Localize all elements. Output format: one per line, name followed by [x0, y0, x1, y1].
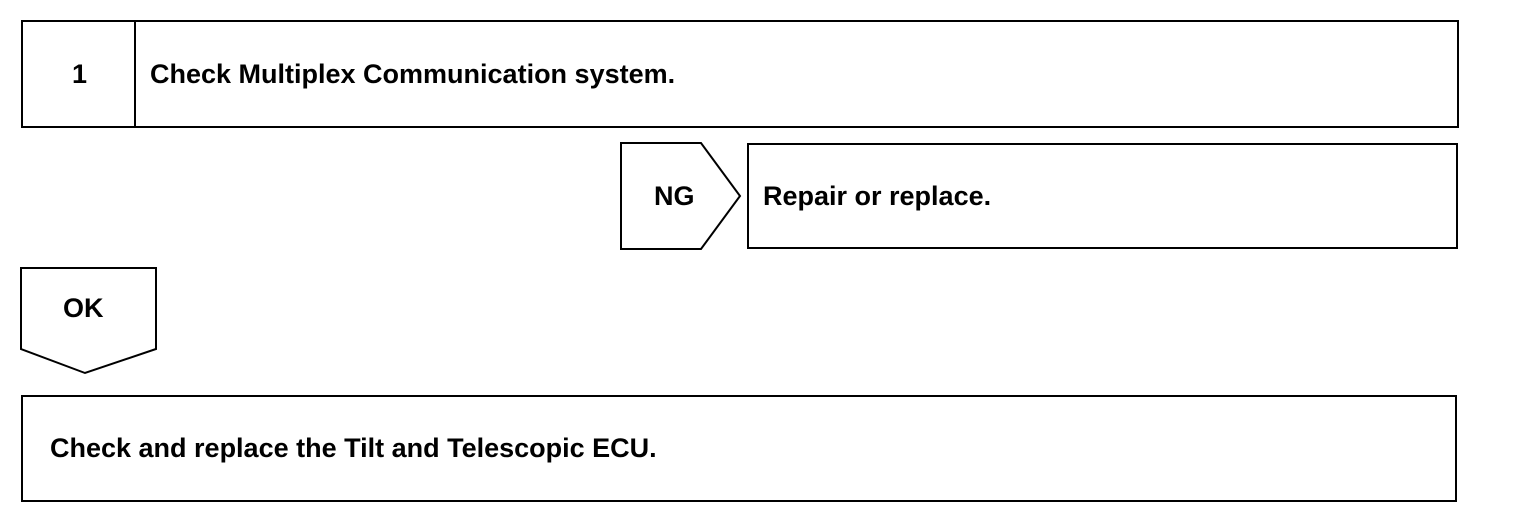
ng-label: NG: [654, 181, 695, 211]
step-number-divider: [134, 20, 136, 128]
ng-action-box: [747, 143, 1458, 249]
final-action-text: Check and replace the Tilt and Telescopi…: [50, 433, 657, 463]
ok-arrow-tag: [20, 267, 157, 375]
step-title: Check Multiplex Communication system.: [150, 59, 676, 89]
step-number: 1: [72, 59, 88, 89]
ok-label: OK: [63, 293, 104, 323]
ng-action-text: Repair or replace.: [763, 181, 992, 211]
final-action-box: [21, 395, 1457, 502]
step-box: [21, 20, 1459, 128]
